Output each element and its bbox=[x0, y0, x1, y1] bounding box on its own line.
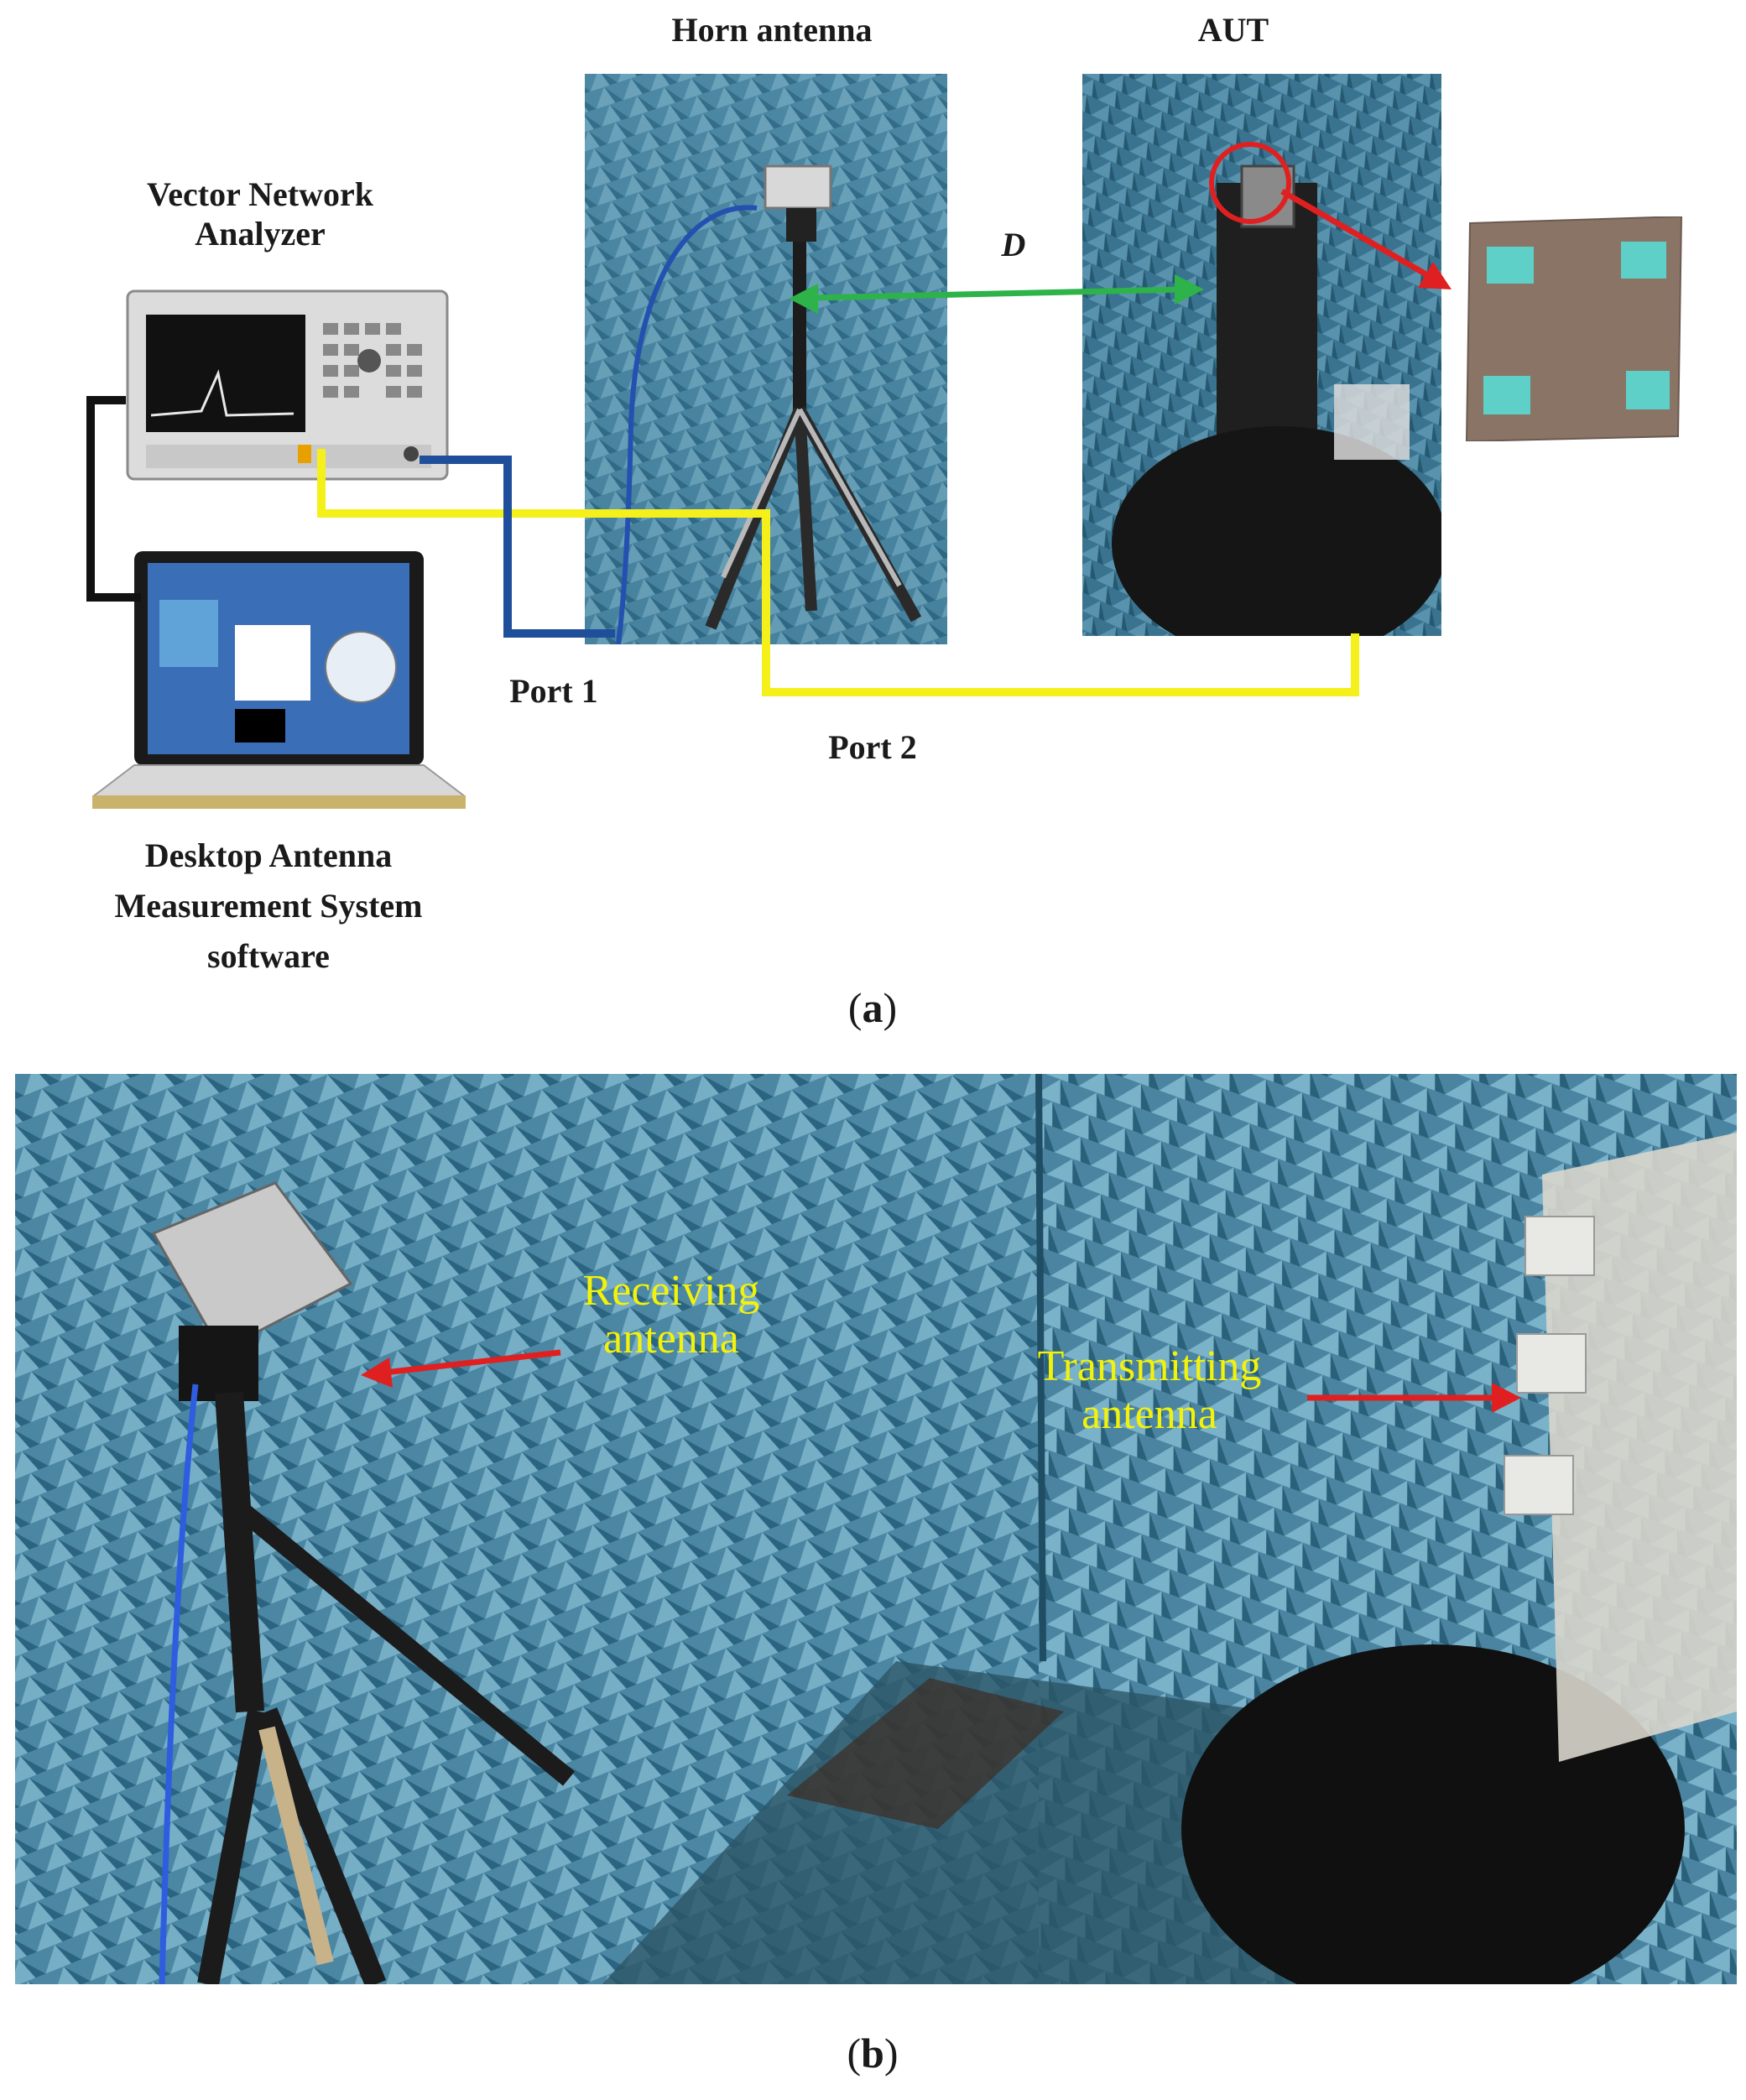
aut-photo bbox=[1082, 74, 1441, 636]
caption-b-letter: b bbox=[861, 2030, 884, 2077]
aut-zoom-photo bbox=[1462, 216, 1686, 441]
yellow-cable bbox=[317, 449, 1359, 696]
distance-arrow bbox=[809, 286, 1184, 301]
software-label: Desktop Antenna Measurement System softw… bbox=[50, 831, 487, 982]
software-label-line1: Desktop Antenna bbox=[144, 836, 393, 874]
transmitting-line1: Transmitting bbox=[1037, 1342, 1262, 1390]
vector-network-analyzer-image bbox=[126, 289, 449, 481]
software-label-line2: Measurement System bbox=[114, 887, 423, 925]
aut-highlight-circle bbox=[1209, 142, 1291, 224]
vna-label-line1: Vector Network bbox=[147, 175, 373, 213]
caption-a-letter: a bbox=[862, 984, 883, 1031]
horn-antenna-photo bbox=[585, 74, 947, 644]
port2-label: Port 2 bbox=[828, 728, 917, 766]
zoom-arrow bbox=[1280, 188, 1432, 280]
vna-label: Vector Network Analyzer bbox=[101, 175, 420, 253]
receiving-line1: Receiving bbox=[582, 1267, 760, 1315]
port1-label: Port 1 bbox=[509, 672, 598, 710]
chamber-photo bbox=[15, 1074, 1737, 1984]
blue-cable bbox=[420, 456, 615, 638]
receiving-arrow bbox=[383, 1349, 561, 1376]
transmitting-antenna-label: Transmitting antenna bbox=[982, 1342, 1317, 1438]
software-label-line3: software bbox=[207, 937, 330, 975]
aut-label: AUT bbox=[1197, 11, 1269, 49]
receiving-antenna-label: Receiving antenna bbox=[545, 1267, 797, 1363]
black-cable bbox=[86, 396, 141, 602]
transmitting-line2: antenna bbox=[1081, 1390, 1217, 1439]
connection-overlay bbox=[86, 142, 1452, 696]
receiving-line2: antenna bbox=[603, 1315, 739, 1363]
laptop-image bbox=[92, 550, 466, 814]
distance-label: D bbox=[1001, 226, 1026, 263]
vna-label-line2: Analyzer bbox=[195, 215, 326, 253]
caption-a: (a) bbox=[847, 984, 898, 1031]
horn-antenna-label: Horn antenna bbox=[671, 11, 873, 49]
caption-b: (b) bbox=[847, 2030, 899, 2077]
